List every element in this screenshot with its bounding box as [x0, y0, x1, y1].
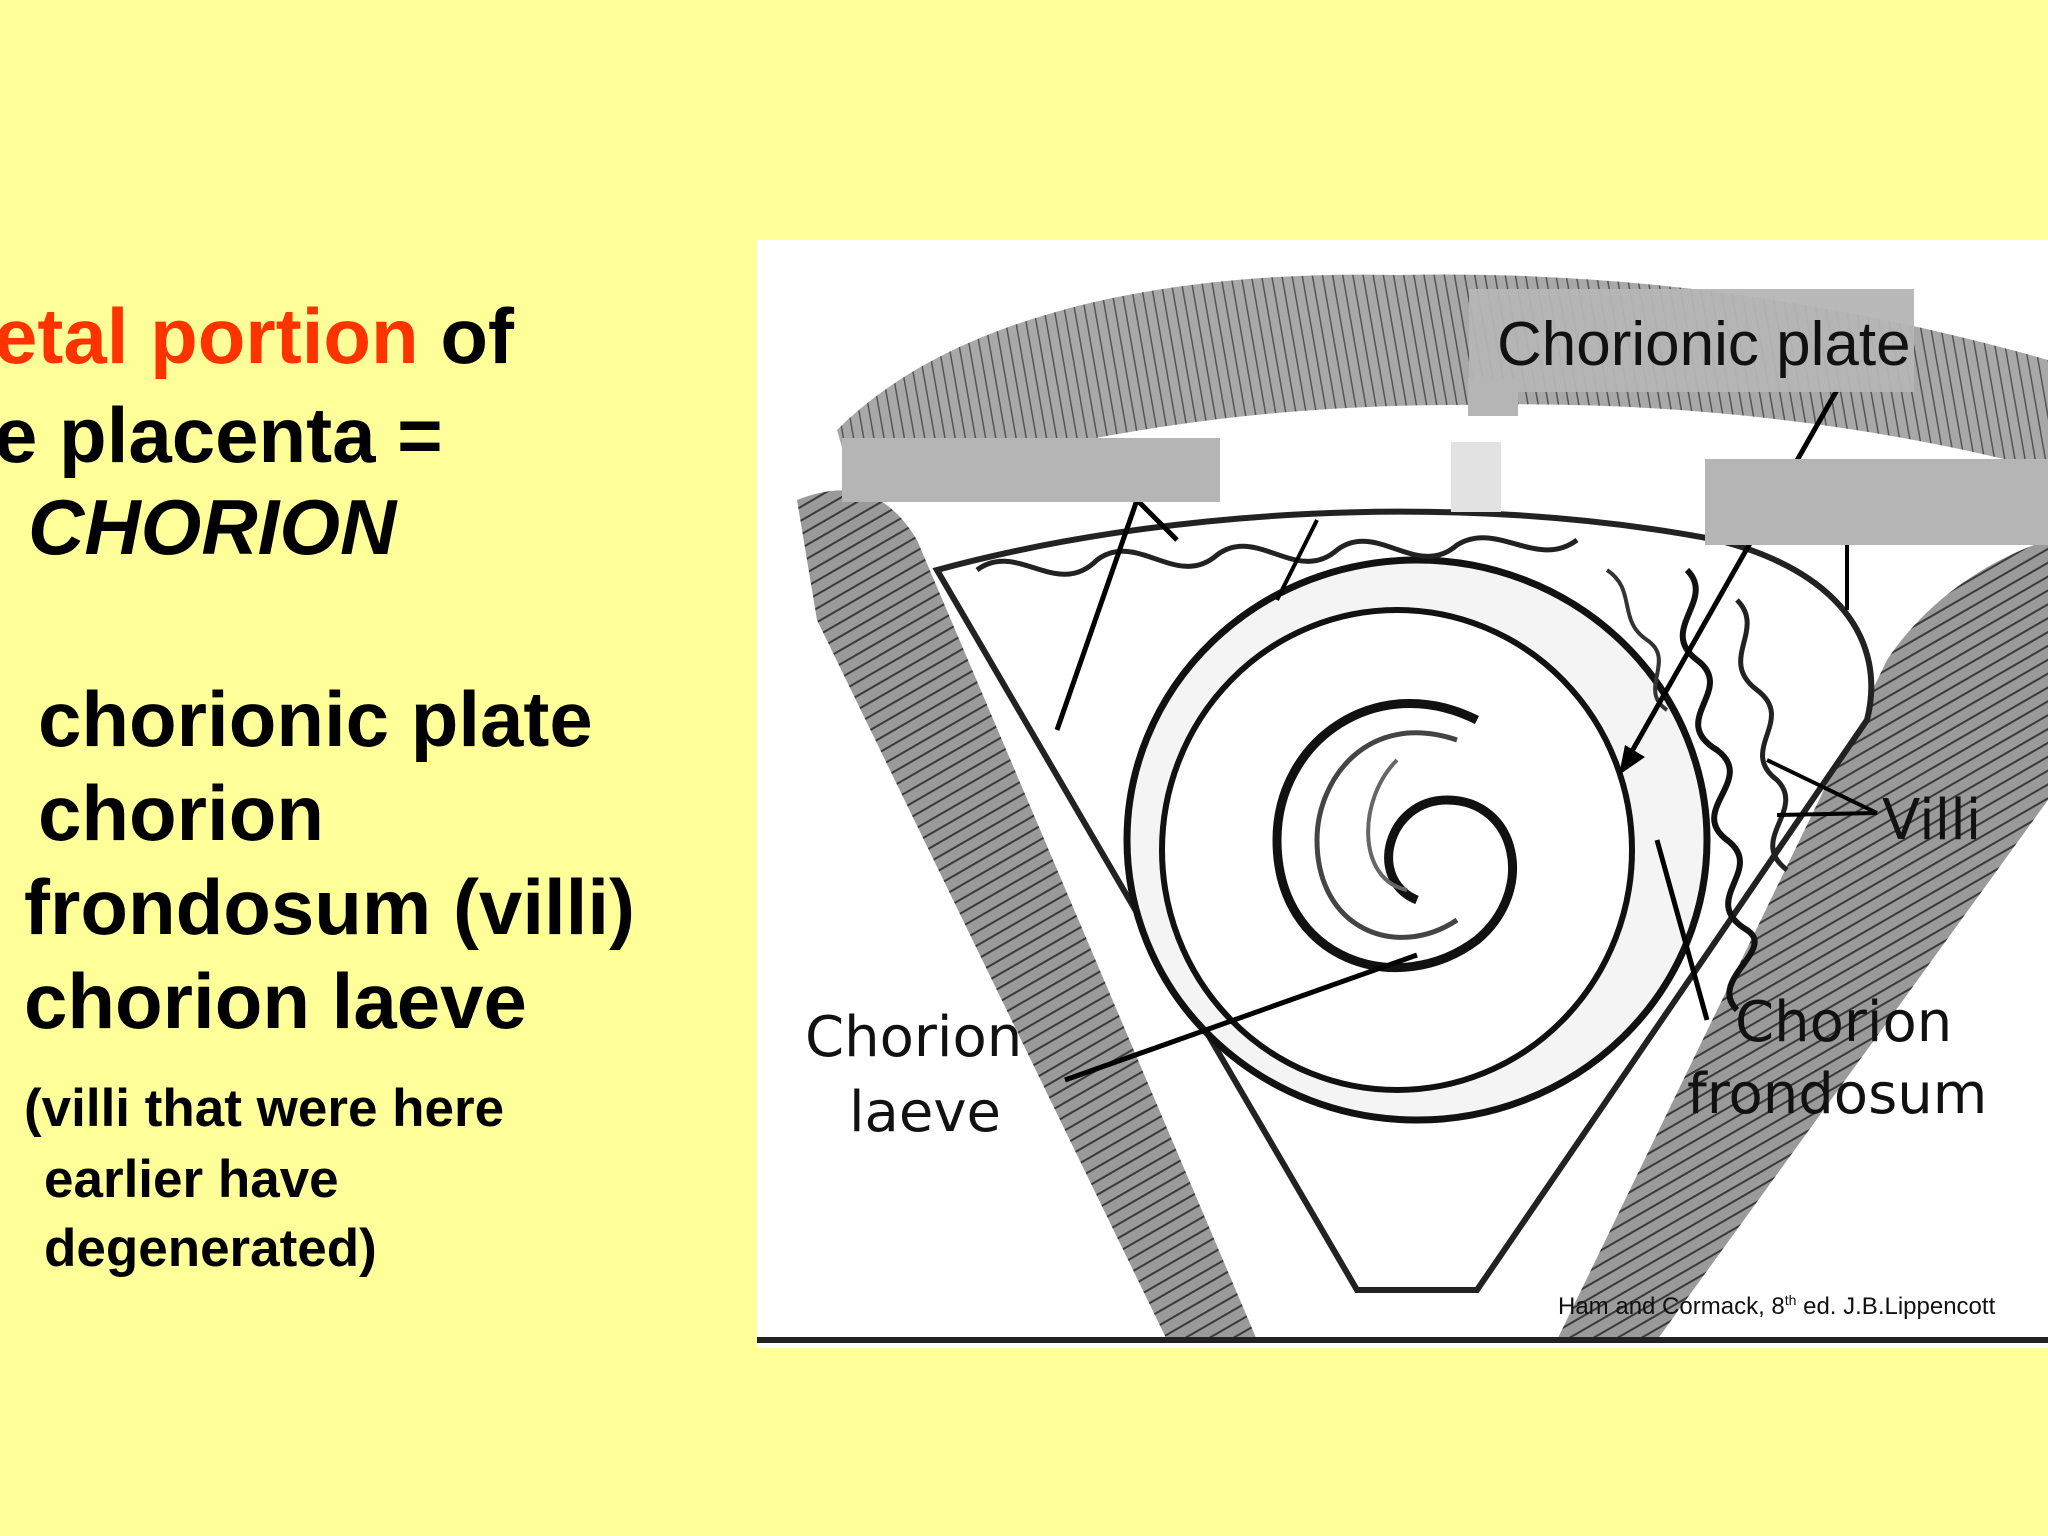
credit-suffix: ed. J.B.Lippencott: [1796, 1293, 1996, 1320]
amnion: [1159, 607, 1635, 1093]
item-frondosum: frondosum (villi): [24, 863, 635, 951]
item-chorion-laeve: chorion laeve: [24, 957, 527, 1045]
heading-line-1-rest: of: [418, 292, 514, 380]
villi-pointer: [1776, 811, 1878, 817]
label-chorion-frondosum-1: Chorion: [1735, 990, 1953, 1055]
label-mask-right: [1705, 459, 2048, 545]
heading-line-3: CHORION: [28, 483, 397, 571]
label-chorionic-plate: Chorionic plate: [1497, 310, 1911, 379]
uterine-wall-right: [1557, 540, 2048, 1340]
label-chorion-laeve-1: Chorion: [805, 1005, 1023, 1070]
diagram-drawing: [757, 274, 2048, 1343]
label-mask-small: [1468, 378, 1518, 416]
frondosum-pointer: [1654, 839, 1710, 1021]
label-mask-chorionic-plate: [1469, 289, 1914, 392]
figure-credit: Ham and Cormack, 8th ed. J.B.Lippencott: [1558, 1292, 1995, 1321]
note-line-1: (villi that were here: [24, 1079, 505, 1138]
credit-sup: th: [1784, 1292, 1797, 1308]
label-chorion-laeve-2: laeve: [849, 1080, 1001, 1145]
heading-highlight: etal portion: [0, 292, 419, 380]
placenta-diagram: Chorionic plate Villi Chorion frondosum …: [757, 240, 2048, 1348]
label-villi: Villi: [1882, 788, 1982, 853]
credit-prefix: Ham and Cormack, 8: [1558, 1293, 1785, 1320]
laeve-pointer: [1064, 952, 1418, 1083]
label-mask-tiny: [1451, 442, 1501, 512]
embryo-outline: [1272, 699, 1517, 973]
slide-text: etal portion of e placenta = CHORION cho…: [0, 0, 760, 1536]
item-chorion: chorion: [38, 769, 324, 857]
chorionic-plate-pointer: [1624, 388, 1840, 762]
label-mask-left: [842, 438, 1220, 502]
uterine-wall-left: [797, 490, 1257, 1340]
heading-line-1: etal portion of: [0, 297, 514, 375]
note-line-2: earlier have: [44, 1150, 339, 1209]
heading-line-2: e placenta =: [0, 391, 443, 479]
item-chorionic-plate: chorionic plate: [38, 675, 593, 763]
note-line-3: degenerated): [44, 1219, 377, 1278]
label-chorion-frondosum-2: frondosum: [1687, 1062, 1988, 1127]
